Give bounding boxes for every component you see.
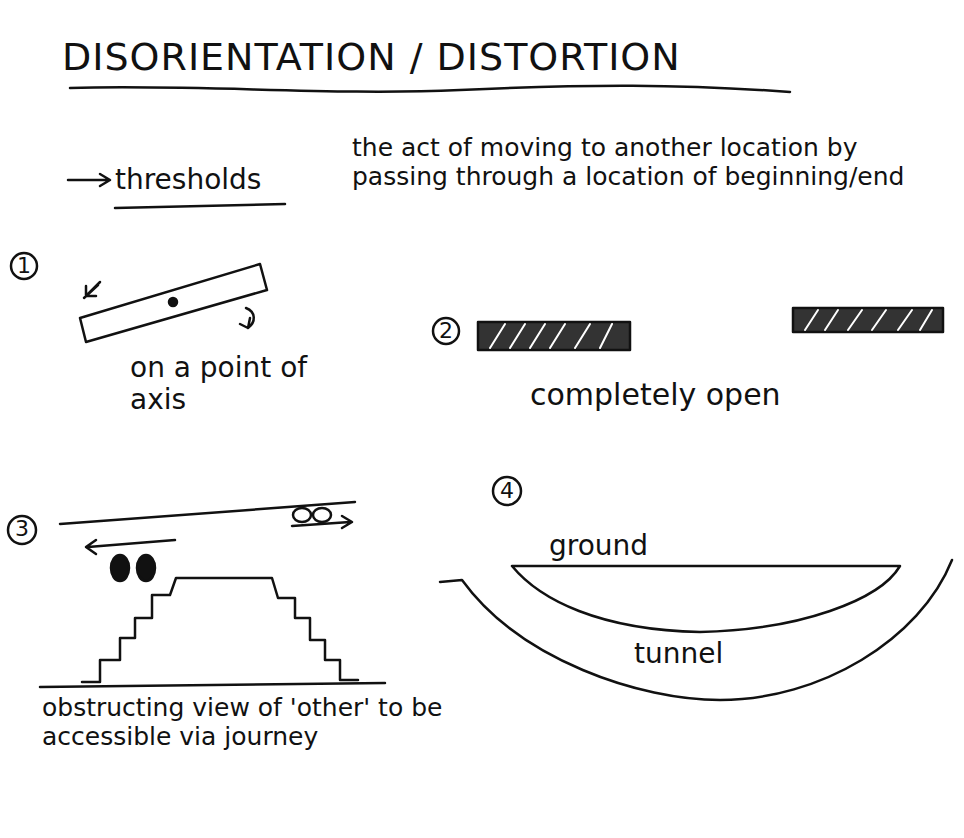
ground-line <box>40 683 385 687</box>
hatched-bar <box>478 322 630 350</box>
thresholds-arrow <box>68 174 110 186</box>
rotation-arrow <box>84 282 100 298</box>
tunnel-arc <box>440 560 952 700</box>
horizon-line <box>60 502 355 524</box>
direction-arrow <box>86 540 175 554</box>
rotation-arrow <box>240 308 254 328</box>
thresholds-underline <box>115 204 285 208</box>
definition-note: the act of moving to another location by… <box>352 134 952 192</box>
heading-label: thresholds <box>115 164 261 196</box>
eyes <box>111 508 331 581</box>
callout-number: 3 <box>14 514 30 544</box>
ground-shape <box>512 566 900 632</box>
callout-number: 4 <box>499 476 515 506</box>
pivot-bar <box>80 264 267 342</box>
pivot-dot <box>169 298 177 306</box>
caption-note: obstructing view of 'other' to be access… <box>42 694 472 752</box>
stepped-mound <box>82 578 358 682</box>
callout-number: 2 <box>438 316 454 346</box>
caption-note: completely open <box>530 378 781 413</box>
part-label: ground <box>545 530 652 562</box>
hatched-bar <box>793 308 943 332</box>
title-underline <box>70 86 790 92</box>
callout-circle <box>493 477 521 505</box>
title: DISORIENTATION / DISTORTION <box>62 36 681 80</box>
part-label: tunnel <box>630 638 727 670</box>
callout-number: 1 <box>16 251 32 281</box>
caption-note: on a point of axis <box>130 352 330 416</box>
